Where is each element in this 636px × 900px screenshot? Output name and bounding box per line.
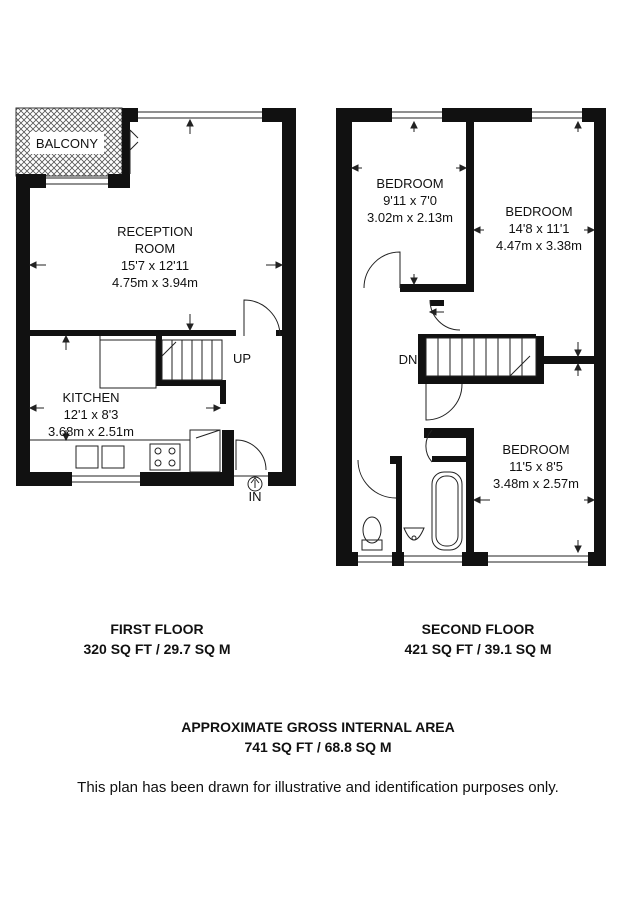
first-floor-windows (46, 111, 268, 483)
bedroom-large-name: BEDROOM (505, 204, 572, 219)
kitchen-imperial: 12'1 x 8'3 (64, 407, 119, 422)
kitchen-fittings (30, 336, 221, 473)
second-floor-doors (357, 251, 463, 499)
second-floor-plan (336, 108, 606, 566)
reception-imperial: 15'7 x 12'11 (121, 258, 189, 273)
first-floor-dimension-arrows (28, 118, 284, 442)
first-floor-plan (15, 107, 296, 492)
bedroom-small-name: BEDROOM (376, 176, 443, 191)
bathroom-fittings (361, 471, 463, 551)
stair-down-label: DN (399, 352, 418, 367)
reception-name-line2: ROOM (135, 241, 175, 256)
bedroom-lower-name: BEDROOM (502, 442, 569, 457)
first-floor-area: 320 SQ FT / 29.7 SQ M (83, 641, 230, 657)
kitchen-name: KITCHEN (62, 390, 119, 405)
second-floor-walls (336, 108, 606, 566)
bedroom-lower-imperial: 11'5 x 8'5 (509, 459, 563, 474)
second-floor-title: SECOND FLOOR (422, 621, 535, 637)
entrance-arrow (247, 476, 263, 492)
gross-area-value: 741 SQ FT / 68.8 SQ M (244, 739, 391, 755)
second-floor-dimension-arrows (350, 120, 596, 554)
bedroom-lower-metric: 3.48m x 2.57m (493, 476, 579, 491)
first-floor-walls (16, 108, 296, 486)
second-floor-windows (358, 111, 588, 563)
second-floor-area: 421 SQ FT / 39.1 SQ M (404, 641, 551, 657)
reception-metric: 4.75m x 3.94m (112, 275, 198, 290)
gross-area-title: APPROXIMATE GROSS INTERNAL AREA (181, 719, 455, 735)
bedroom-large-imperial: 14'8 x 11'1 (508, 221, 569, 236)
cupboard-door (192, 429, 221, 439)
bedroom-small-imperial: 9'11 x 7'0 (383, 193, 437, 208)
entrance-label: IN (249, 489, 262, 504)
entrance-door (235, 439, 267, 471)
reception-name-line1: RECEPTION (117, 224, 193, 239)
stair-up-label: UP (233, 351, 251, 366)
disclaimer: This plan has been drawn for illustrativ… (77, 779, 559, 796)
balcony-label: BALCONY (36, 136, 98, 151)
bedroom-large-metric: 4.47m x 3.38m (496, 238, 582, 253)
first-floor-stairs (161, 339, 223, 381)
second-floor-stairs (425, 337, 537, 377)
kitchen-metric: 3.68m x 2.51m (48, 424, 134, 439)
balcony-door (129, 129, 139, 174)
bedroom-small-metric: 3.02m x 2.13m (367, 210, 453, 225)
first-floor-title: FIRST FLOOR (110, 621, 203, 637)
reception-door (243, 299, 281, 337)
